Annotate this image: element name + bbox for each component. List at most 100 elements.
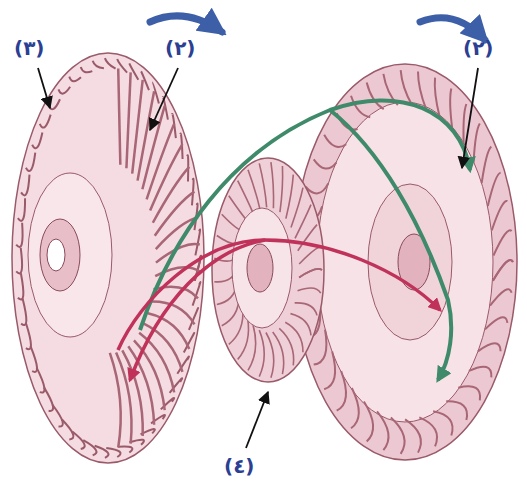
impeller-blade [446, 401, 467, 420]
turbine [12, 53, 204, 463]
impeller-shell [293, 64, 517, 460]
flow-arrow [118, 240, 440, 350]
impeller-blade [351, 388, 359, 428]
impeller-blade [314, 159, 337, 168]
impeller-blade [493, 230, 511, 255]
flow-arrow [130, 240, 265, 380]
ring-tooth [26, 153, 35, 171]
leader-line [246, 392, 268, 448]
impeller-blade [377, 411, 388, 450]
turbine-disk [12, 53, 204, 463]
stator-blade [298, 288, 321, 293]
ring-tooth [40, 115, 51, 128]
impeller-blade [405, 419, 421, 452]
turbine-blade [116, 353, 131, 444]
ring-tooth [72, 431, 84, 449]
flow-arrow [330, 110, 451, 380]
ring-tooth [16, 223, 22, 247]
ring-tooth [18, 273, 24, 299]
impeller-ring [317, 102, 493, 422]
ring-tooth [37, 368, 45, 393]
stator-blade [286, 175, 293, 219]
impeller-blade [418, 71, 426, 109]
ring-tooth [21, 175, 29, 196]
stator-core [232, 208, 292, 328]
stator-blade [280, 166, 283, 212]
impeller-blade [450, 89, 452, 129]
stator-blade [259, 330, 264, 376]
stator-blade [295, 303, 317, 316]
turbine-hub [40, 219, 80, 291]
stator-blade [238, 317, 249, 359]
callout-number: (٢) [165, 38, 196, 58]
rotation-arrow [420, 18, 485, 40]
stator-hub [247, 244, 273, 292]
leader-line [462, 68, 478, 168]
impeller-core [368, 184, 452, 340]
impeller-blade [492, 201, 508, 230]
ring-tooth [81, 67, 93, 72]
impeller-blade [324, 135, 346, 147]
stator-blade [291, 188, 303, 228]
impeller [293, 64, 517, 460]
ring-tooth [44, 387, 53, 411]
ring-tooth [18, 198, 25, 221]
ring-tooth [31, 346, 37, 372]
callout-number: (٣) [14, 38, 45, 58]
callout-number: (٢) [463, 38, 494, 58]
stator-ring [212, 158, 324, 382]
stator-blade [299, 247, 321, 264]
stator-blade [238, 181, 254, 215]
stator-blade [271, 162, 274, 208]
impeller-blade [364, 401, 373, 441]
turbine-blade [110, 353, 121, 448]
ring-tooth [105, 58, 116, 69]
rotation-arrow [150, 16, 222, 32]
leader-line [150, 68, 178, 130]
stator [212, 158, 324, 382]
ring-tooth [32, 132, 42, 148]
turbine-bore [47, 239, 65, 271]
stator-blade [259, 163, 266, 207]
leader-line [38, 68, 50, 108]
impeller-blade [337, 371, 346, 411]
impeller-blade [478, 343, 501, 351]
ring-tooth [69, 77, 81, 82]
impeller-blade [435, 78, 440, 118]
turbine-blade [118, 68, 120, 164]
impeller-blade [351, 96, 370, 117]
turbine-blade [126, 72, 130, 168]
ring-tooth [83, 440, 96, 455]
impeller-blade [493, 260, 513, 281]
impeller-blade [391, 417, 405, 453]
stator-blade [290, 314, 311, 336]
ring-tooth [195, 229, 200, 255]
stator-blade [299, 269, 322, 278]
impeller-blade [488, 173, 501, 206]
ring-tooth [16, 248, 22, 274]
impeller-blade [401, 70, 412, 105]
impeller-blade [306, 183, 329, 193]
ring-tooth [93, 61, 104, 68]
turbine-plate [28, 173, 112, 337]
impeller-blade [324, 352, 335, 390]
stator-blade [266, 333, 274, 378]
impeller-blade [485, 317, 507, 329]
turbine-blade [134, 340, 165, 410]
impeller-blade [469, 367, 491, 378]
impeller-blade [474, 124, 480, 163]
ring-tooth [26, 323, 31, 349]
impeller-blade [490, 289, 512, 306]
flow-arrow [140, 100, 470, 330]
stator-blade [299, 269, 322, 278]
turbine-blade [139, 333, 174, 393]
impeller-blade [493, 260, 513, 281]
callout-number: (٤) [224, 456, 255, 476]
ring-tooth [58, 87, 70, 94]
ring-tooth [21, 298, 26, 325]
impeller-blade [367, 82, 384, 109]
turbine-blade [144, 324, 183, 372]
stator-blade [273, 332, 284, 374]
impeller-blade [482, 147, 492, 184]
